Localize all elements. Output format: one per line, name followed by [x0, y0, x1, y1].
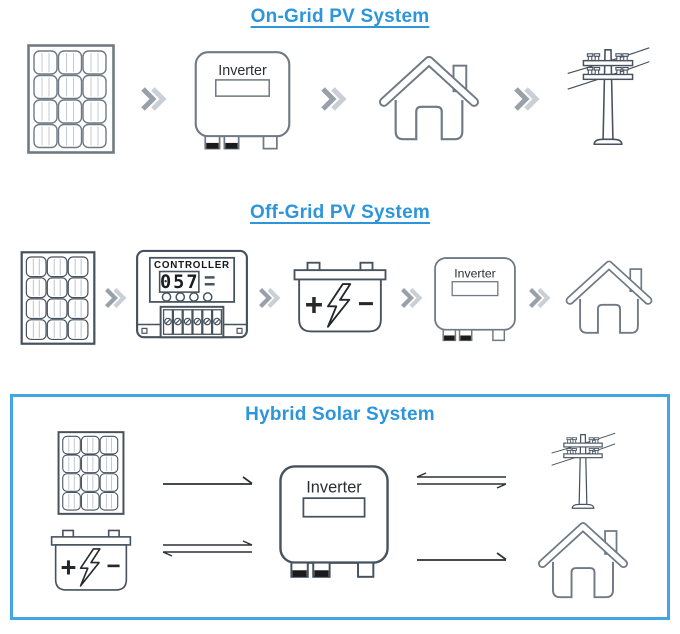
hybrid-loads-column: [527, 429, 639, 611]
hybrid-title: Hybrid Solar System: [245, 404, 435, 425]
battery-icon: + −: [50, 529, 132, 591]
battery-minus-sign: −: [358, 288, 374, 319]
inverter-icon: Inverter: [194, 51, 291, 150]
flow-chevron-icon: [257, 287, 281, 309]
charge-controller-icon: CONTROLLER 057: [135, 249, 249, 339]
hybrid-left-arrows: [157, 429, 257, 611]
inverter-icon: Inverter: [279, 465, 389, 579]
flow-chevron-icon: [512, 86, 540, 112]
controller-label: CONTROLLER: [154, 260, 230, 271]
hybrid-sources-column: + −: [41, 429, 141, 611]
flow-chevron-icon: [527, 287, 551, 309]
flow-chevron-icon: [139, 86, 167, 112]
utility-pole-icon: [543, 427, 623, 519]
hybrid-inverter-column: Inverter: [273, 429, 395, 611]
on-grid-title: On-Grid PV System: [250, 6, 430, 27]
battery-plus-sign: +: [61, 551, 77, 582]
house-icon: [370, 49, 488, 149]
off-grid-title: Off-Grid PV System: [250, 202, 430, 223]
on-grid-section: On-Grid PV System Inverter: [0, 0, 680, 160]
arrow-right-icon: [161, 476, 253, 485]
battery-icon: + −: [293, 261, 387, 333]
off-grid-flow: CONTROLLER 057 + − Inverter: [0, 246, 680, 350]
flow-chevron-icon: [399, 287, 423, 309]
hybrid-right-arrows: [411, 429, 511, 611]
flow-chevron-icon: [319, 86, 347, 112]
solar-panel-icon: [27, 44, 115, 154]
solar-panel-icon: [20, 251, 96, 345]
inverter-label: Inverter: [218, 63, 267, 79]
arrow-right-icon: [415, 552, 507, 561]
bidirectional-arrow-icon: [161, 540, 253, 557]
battery-plus-sign: +: [305, 287, 323, 323]
solar-panel-icon: [57, 431, 125, 515]
on-grid-flow: Inverter: [0, 38, 680, 160]
controller-display-value: 057: [160, 272, 199, 293]
battery-minus-sign: −: [106, 553, 120, 580]
flow-chevron-icon: [103, 287, 127, 309]
hybrid-section: Hybrid Solar System + −: [10, 394, 670, 620]
inverter-label: Inverter: [454, 267, 495, 281]
house-icon: [558, 252, 660, 344]
inverter-icon: Inverter: [434, 257, 516, 342]
inverter-label: Inverter: [306, 479, 362, 497]
hybrid-flow: + − Inverter: [13, 429, 667, 611]
house-icon: [530, 516, 636, 606]
utility-pole-icon: [563, 40, 653, 158]
bidirectional-arrow-icon: [415, 472, 507, 489]
off-grid-section: Off-Grid PV System CONTROLLER 057 + − In…: [0, 202, 680, 350]
